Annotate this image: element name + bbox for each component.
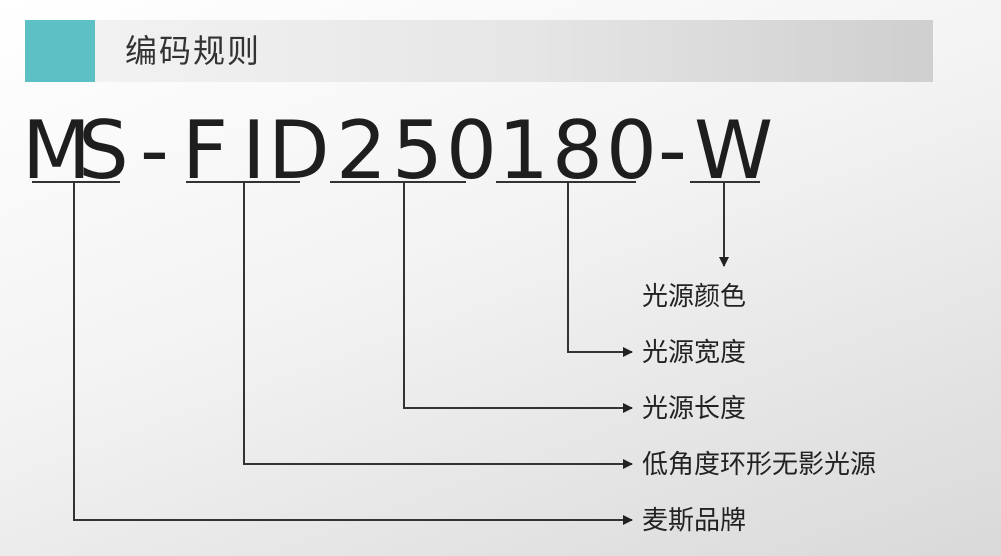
connector-length: [403, 182, 633, 413]
code-char-1: 1: [498, 104, 549, 197]
code-char-w: W: [694, 104, 774, 197]
code-char-hyphen-2: -: [658, 104, 687, 197]
code-char-s: S: [78, 104, 129, 197]
code-char-hyphen-1: -: [140, 104, 169, 197]
header-accent-block: [25, 20, 95, 82]
code-char-2: 2: [336, 104, 387, 197]
code-char-m: M: [22, 104, 92, 197]
page-title: 编码规则: [125, 32, 262, 70]
code-char-d: D: [268, 104, 330, 197]
connector-brand: [73, 182, 633, 525]
label-light-type: 低角度环形无影光源: [642, 450, 877, 480]
code-char-0b: 0: [606, 104, 657, 197]
connector-width: [567, 182, 633, 357]
code-char-5: 5: [392, 104, 443, 197]
code-char-0a: 0: [446, 104, 497, 197]
header-bar: 编码规则: [25, 20, 933, 82]
label-light-width: 光源宽度: [642, 338, 747, 368]
code-char-f: F: [182, 104, 229, 197]
connector-type: [243, 182, 633, 469]
code-char-8: 8: [552, 104, 603, 197]
code-char-i: I: [242, 104, 266, 197]
label-light-length: 光源长度: [642, 394, 747, 424]
label-brand: 麦斯品牌: [642, 506, 747, 536]
label-light-color: 光源颜色: [642, 282, 747, 312]
